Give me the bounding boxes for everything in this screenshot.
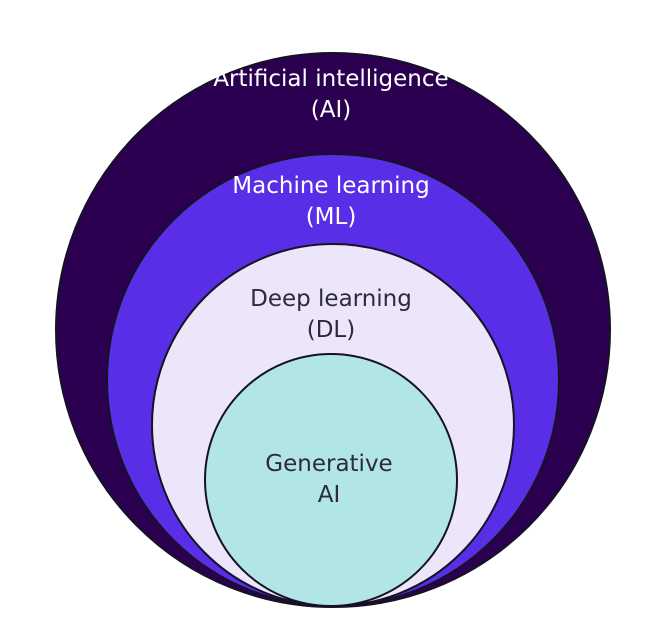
label-genai-line2: AI: [318, 482, 341, 508]
label-ai-line1: Artificial intelligence: [213, 66, 448, 92]
circle-genai-group: Generative AI: [204, 353, 458, 607]
label-genai-line1: Generative: [265, 451, 392, 477]
label-ai-line2: (AI): [311, 97, 351, 123]
label-dl-line1: Deep learning: [250, 286, 412, 312]
label-dl-line2: (DL): [307, 317, 355, 343]
circle-genai: [204, 353, 458, 607]
label-ml-line2: (ML): [306, 204, 357, 230]
label-ml-line1: Machine learning: [232, 173, 429, 199]
